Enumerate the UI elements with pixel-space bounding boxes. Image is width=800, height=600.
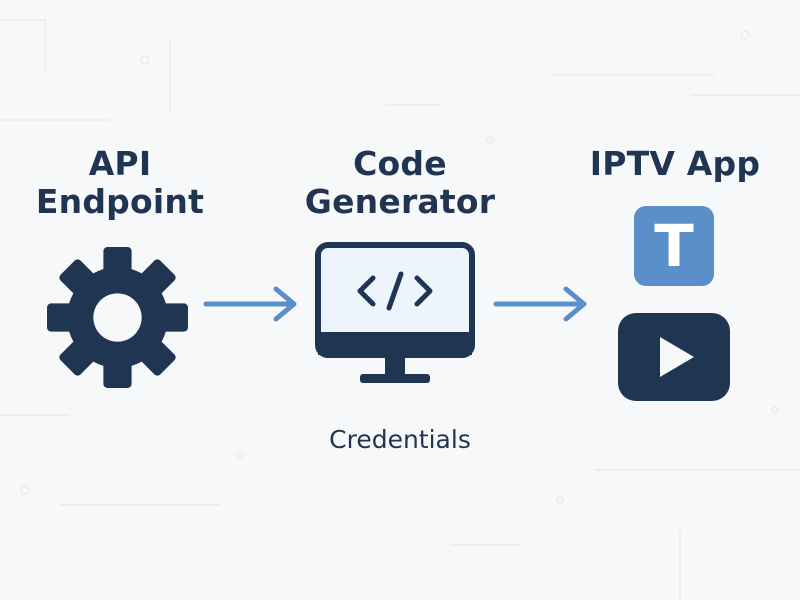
t-app-icon: T [634,206,714,286]
arrow-right-icon [493,286,587,322]
api-endpoint-title-line1: API [88,144,152,183]
iptv-app-title-text: IPTV App [589,144,761,183]
arrow-right-icon [203,286,297,322]
code-generator-title-line2: Generator [304,182,496,221]
credentials-caption: Credentials [329,425,471,454]
play-icon [618,313,730,401]
code-generator-title: Code Generator [290,145,510,221]
api-endpoint-title: API Endpoint [20,145,220,221]
monitor-code-icon [315,242,475,383]
gear-icon [47,247,188,388]
code-generator-title-line1: Code [353,144,447,183]
iptv-app-title: IPTV App [580,145,770,183]
t-app-letter: T [654,212,694,280]
api-endpoint-title-line2: Endpoint [35,182,205,221]
